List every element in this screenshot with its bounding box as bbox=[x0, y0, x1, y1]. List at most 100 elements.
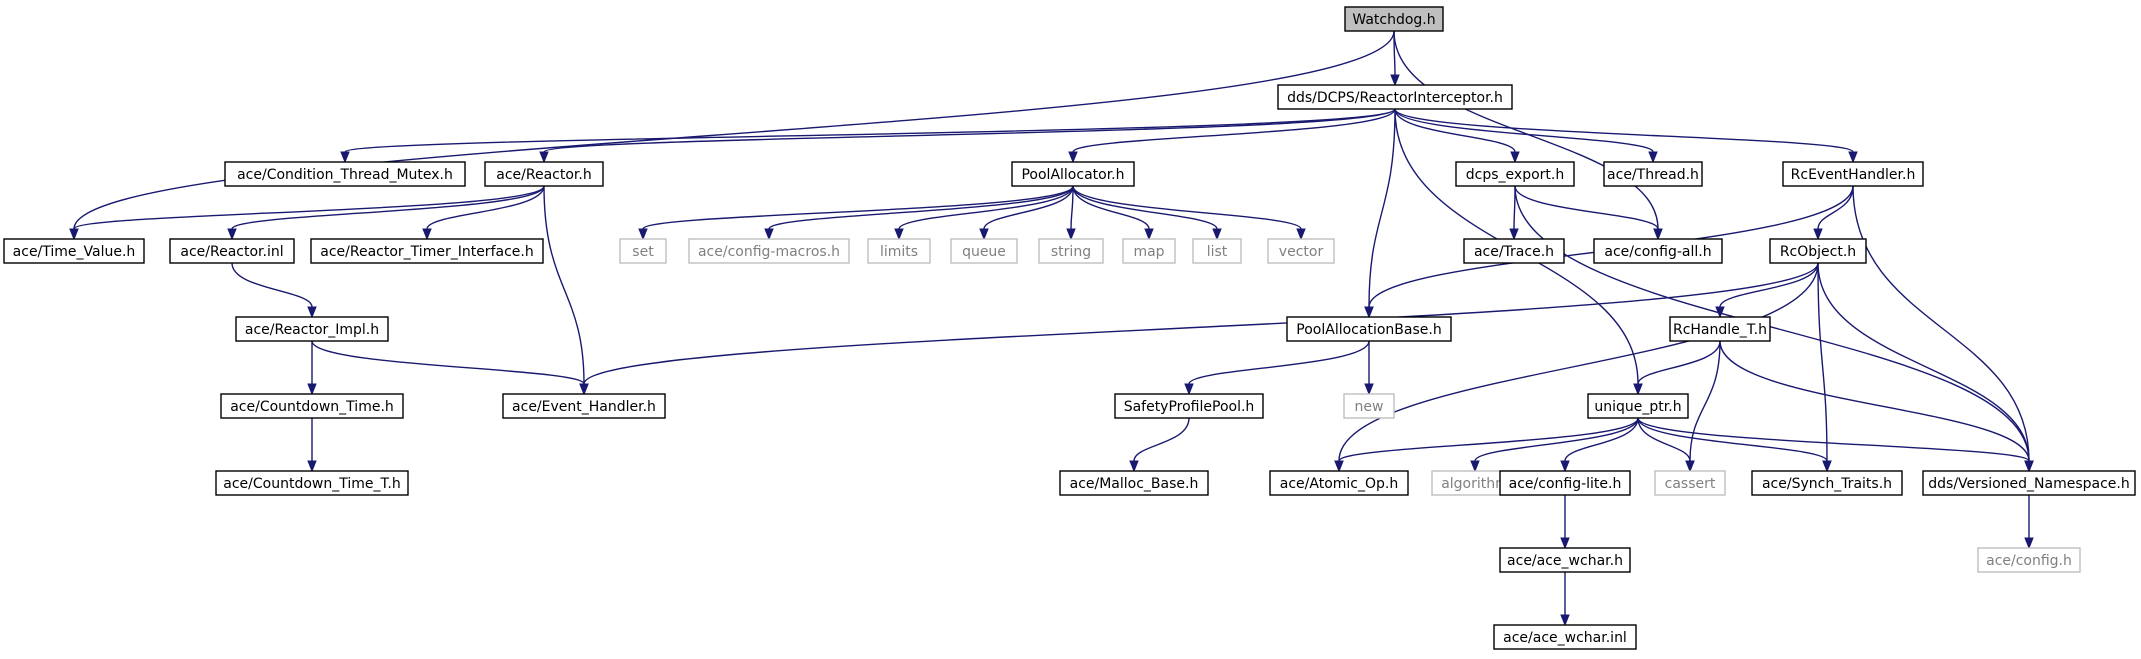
arrowhead bbox=[340, 151, 350, 164]
arrowhead bbox=[638, 228, 648, 241]
node-map[interactable]: map bbox=[1122, 238, 1176, 264]
edge-line bbox=[1133, 417, 1190, 462]
edge-line bbox=[1689, 340, 1721, 462]
node-box bbox=[1343, 393, 1395, 419]
node-rcobject[interactable]: RcObject.h bbox=[1769, 238, 1867, 264]
arrowhead bbox=[1129, 460, 1139, 473]
node-thread[interactable]: ace/Thread.h bbox=[1603, 161, 1703, 187]
node-label: ace/Reactor_Impl.h bbox=[245, 322, 379, 338]
node-rchandle_t[interactable]: RcHandle_T.h bbox=[1669, 316, 1771, 342]
edge-rcobject-to-synch_traits bbox=[1817, 262, 1832, 473]
node-label: ace/Malloc_Base.h bbox=[1070, 476, 1199, 492]
node-condition_thread_mutex[interactable]: ace/Condition_Thread_Mutex.h bbox=[224, 161, 466, 187]
node-config_macros[interactable]: ace/config-macros.h bbox=[688, 238, 850, 264]
edge-line bbox=[1637, 417, 2030, 462]
node-label: ace/Time_Value.h bbox=[13, 244, 136, 260]
node-cassert[interactable]: cassert bbox=[1654, 470, 1726, 496]
node-label: ace/Countdown_Time_T.h bbox=[223, 476, 400, 492]
edge-poolallocator-to-vector bbox=[1072, 185, 1306, 241]
node-reactor_timer_interface[interactable]: ace/Reactor_Timer_Interface.h bbox=[310, 238, 544, 264]
arrowhead bbox=[1648, 151, 1658, 164]
node-box bbox=[224, 161, 466, 187]
node-box bbox=[1011, 161, 1135, 187]
node-poolallocationbase[interactable]: PoolAllocationBase.h bbox=[1286, 316, 1452, 342]
edge-reactor-to-event_handler bbox=[543, 185, 589, 396]
node-dcps_export[interactable]: dcps_export.h bbox=[1455, 161, 1575, 187]
node-ace_wchar[interactable]: ace/ace_wchar.h bbox=[1499, 547, 1631, 573]
node-config_all[interactable]: ace/config-all.h bbox=[1593, 238, 1723, 264]
node-safetyprofilepool[interactable]: SafetyProfilePool.h bbox=[1114, 393, 1264, 419]
edge-rcobject-to-event_handler bbox=[579, 262, 1819, 396]
node-countdown_time_t[interactable]: ace/Countdown_Time_T.h bbox=[215, 470, 409, 496]
node-reactor_inl[interactable]: ace/Reactor.inl bbox=[169, 238, 295, 264]
node-reactor[interactable]: ace/Reactor.h bbox=[484, 161, 604, 187]
node-box bbox=[220, 393, 404, 419]
node-box bbox=[1192, 238, 1242, 264]
node-label: map bbox=[1133, 244, 1164, 260]
edge-line bbox=[1072, 185, 1218, 230]
node-unique_ptr[interactable]: unique_ptr.h bbox=[1587, 393, 1689, 419]
node-label: SafetyProfilePool.h bbox=[1124, 399, 1255, 415]
node-limits[interactable]: limits bbox=[867, 238, 931, 264]
arrowhead bbox=[1184, 383, 1194, 396]
node-label: ace/Event_Handler.h bbox=[512, 399, 656, 415]
edge-line bbox=[73, 30, 1395, 230]
edge-line bbox=[1474, 417, 1639, 462]
node-label: ace/Reactor_Timer_Interface.h bbox=[320, 244, 533, 260]
node-event_handler[interactable]: ace/Event_Handler.h bbox=[502, 393, 666, 419]
edge-line bbox=[983, 185, 1074, 230]
node-new[interactable]: new bbox=[1343, 393, 1395, 419]
edge-line bbox=[1719, 340, 2030, 462]
node-synch_traits[interactable]: ace/Synch_Traits.h bbox=[1751, 470, 1903, 496]
arrowhead bbox=[69, 228, 79, 241]
node-list[interactable]: list bbox=[1192, 238, 1242, 264]
node-poolallocator[interactable]: PoolAllocator.h bbox=[1011, 161, 1135, 187]
edge-reactor-to-reactor_timer_interface bbox=[422, 185, 545, 241]
edge-reactorinterceptor-to-rceventhandler bbox=[1394, 108, 1858, 164]
node-reactor_impl[interactable]: ace/Reactor_Impl.h bbox=[235, 316, 389, 342]
node-box bbox=[1977, 547, 2081, 573]
node-trace[interactable]: ace/Trace.h bbox=[1463, 238, 1565, 264]
edge-line bbox=[642, 185, 1074, 230]
node-atomic_op[interactable]: ace/Atomic_Op.h bbox=[1269, 470, 1409, 496]
node-vector[interactable]: vector bbox=[1267, 238, 1335, 264]
node-label: ace/config.h bbox=[1986, 553, 2072, 569]
arrowhead bbox=[1560, 614, 1570, 627]
node-label: ace/Condition_Thread_Mutex.h bbox=[237, 167, 453, 183]
node-ace_wchar_inl[interactable]: ace/ace_wchar.inl bbox=[1493, 624, 1637, 650]
arrowhead bbox=[1364, 383, 1374, 396]
arrowhead bbox=[422, 228, 432, 241]
node-config_lite[interactable]: ace/config-lite.h bbox=[1499, 470, 1631, 496]
node-box bbox=[1286, 316, 1452, 342]
arrowhead bbox=[1685, 460, 1695, 473]
node-config_h[interactable]: ace/config.h bbox=[1977, 547, 2081, 573]
node-string[interactable]: string bbox=[1038, 238, 1104, 264]
edge-countdown_time-to-countdown_time_t bbox=[307, 417, 317, 473]
node-label: RcObject.h bbox=[1780, 244, 1856, 260]
edge-line bbox=[1070, 185, 1074, 230]
edge-line bbox=[1564, 417, 1639, 462]
edge-dcps_export-to-versioned_namespace bbox=[1514, 185, 2034, 473]
edge-line bbox=[768, 185, 1074, 230]
edge-line bbox=[1514, 185, 1659, 230]
node-watchdog[interactable]: Watchdog.h bbox=[1344, 6, 1444, 32]
node-rceventhandler[interactable]: RcEventHandler.h bbox=[1782, 161, 1924, 187]
node-box bbox=[215, 470, 409, 496]
node-box bbox=[1269, 470, 1409, 496]
edge-rchandle_t-to-unique_ptr bbox=[1633, 340, 1721, 396]
node-time_value[interactable]: ace/Time_Value.h bbox=[3, 238, 145, 264]
node-versioned_namespace[interactable]: dds/Versioned_Namespace.h bbox=[1922, 470, 2136, 496]
node-label: ace/config-all.h bbox=[1604, 244, 1711, 260]
node-countdown_time[interactable]: ace/Countdown_Time.h bbox=[220, 393, 404, 419]
node-box bbox=[1769, 238, 1867, 264]
node-malloc_base[interactable]: ace/Malloc_Base.h bbox=[1059, 470, 1209, 496]
node-queue[interactable]: queue bbox=[950, 238, 1018, 264]
node-reactorinterceptor[interactable]: dds/DCPS/ReactorInterceptor.h bbox=[1277, 84, 1513, 110]
node-label: dcps_export.h bbox=[1466, 167, 1564, 183]
edge-line bbox=[543, 185, 585, 385]
node-label: dds/DCPS/ReactorInterceptor.h bbox=[1287, 90, 1503, 106]
node-set[interactable]: set bbox=[619, 238, 667, 264]
edge-line bbox=[1394, 108, 1854, 153]
arrowhead bbox=[979, 228, 989, 241]
edge-reactor_impl-to-event_handler bbox=[311, 340, 589, 396]
